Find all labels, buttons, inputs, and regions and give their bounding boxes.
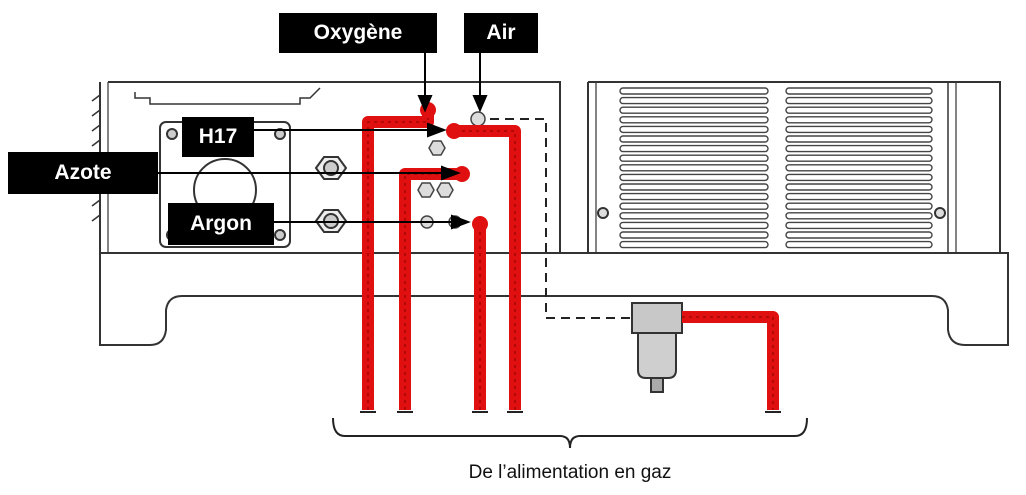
louver-slat bbox=[619, 183, 769, 191]
louver-slat bbox=[785, 221, 933, 230]
gas-line-oxygen-texture bbox=[367, 110, 429, 410]
ventilation-louvers bbox=[619, 87, 933, 249]
louver-slat bbox=[619, 212, 769, 220]
louver-slat bbox=[619, 221, 769, 230]
louver-slat bbox=[619, 87, 769, 95]
label-azote: Azote bbox=[8, 152, 158, 194]
hex-fittings bbox=[314, 156, 348, 233]
gas-inlet-cap bbox=[446, 123, 462, 139]
louver-slat bbox=[619, 154, 769, 162]
louver-slat bbox=[785, 231, 933, 239]
gas-line-azote bbox=[399, 168, 462, 410]
label-oxygen: Oxygène bbox=[279, 13, 437, 53]
machine-body bbox=[91, 81, 1009, 346]
louver-slat bbox=[785, 192, 933, 201]
gas-inlet-cap bbox=[454, 166, 470, 182]
louver-slat bbox=[785, 164, 933, 172]
gas-line-oxygen bbox=[362, 110, 434, 410]
louver-slat bbox=[785, 202, 933, 210]
louver-slat bbox=[619, 144, 769, 153]
louver-slat bbox=[785, 96, 933, 105]
supply-brace bbox=[332, 417, 808, 449]
louver-slat bbox=[785, 116, 933, 124]
gas-line-air-filter-texture bbox=[682, 316, 774, 410]
louver-slat bbox=[619, 164, 769, 172]
gas-line-h17-texture bbox=[454, 130, 516, 410]
louver-slat bbox=[619, 96, 769, 105]
label-argon: Argon bbox=[168, 203, 274, 245]
louver-slat bbox=[785, 183, 933, 191]
pointer-arrows bbox=[156, 52, 488, 230]
louver-slat bbox=[619, 240, 769, 249]
air-filter bbox=[631, 302, 683, 393]
louver-slat bbox=[619, 192, 769, 201]
label-h17: H17 bbox=[182, 117, 254, 157]
louver-slat bbox=[619, 125, 769, 134]
louver-slat bbox=[785, 135, 933, 143]
louver-slat bbox=[785, 87, 933, 95]
louver-slat bbox=[619, 173, 769, 182]
louver-slat bbox=[785, 144, 933, 153]
louver-slat bbox=[785, 125, 933, 134]
louver-slat bbox=[785, 212, 933, 220]
louver-slat bbox=[785, 106, 933, 114]
gas-line-air-filter bbox=[682, 311, 779, 410]
louver-slat bbox=[619, 106, 769, 114]
louver-slat bbox=[785, 173, 933, 182]
louver-slat bbox=[619, 202, 769, 210]
supply-caption: De l’alimentation en gaz bbox=[468, 462, 672, 483]
louver-slat bbox=[619, 231, 769, 239]
gas-line-azote-texture bbox=[404, 173, 462, 410]
gas-inlet-cap bbox=[472, 216, 488, 232]
louver-slat bbox=[785, 240, 933, 249]
louver-slat bbox=[619, 135, 769, 143]
label-air: Air bbox=[464, 13, 538, 53]
air-dashed-line bbox=[490, 118, 632, 319]
louver-slat bbox=[619, 116, 769, 124]
louver-slat bbox=[785, 154, 933, 162]
